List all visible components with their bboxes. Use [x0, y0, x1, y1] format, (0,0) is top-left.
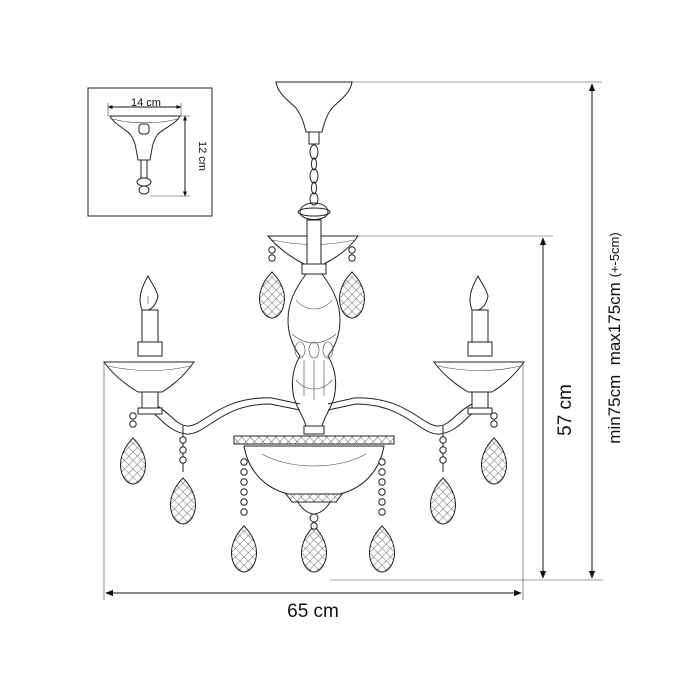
canopy-detail-icon [109, 115, 181, 195]
body-height-dimension: 57 cm [330, 235, 603, 581]
right-arm [327, 403, 477, 435]
total-height-dimension: min75cm max175cm (+-5cm) [275, 81, 624, 579]
total-height-label: min75cm max175cm (+-5cm) [605, 232, 624, 443]
ceiling-canopy [275, 81, 353, 133]
right-candle [433, 274, 525, 415]
right-candle-flame [469, 274, 489, 311]
width-label: 65 cm [287, 601, 339, 622]
total-height-tolerance: (+-5cm) [607, 232, 622, 277]
width-dimension: 65 cm [103, 362, 524, 622]
chandelier-icon [103, 81, 525, 573]
left-arm [149, 403, 301, 435]
inset-width-label: 14 cm [131, 97, 161, 109]
canopy-inset: 14 cm 12 cm [87, 87, 213, 217]
body-height-label: 57 cm [555, 384, 576, 436]
inset-frame [87, 87, 213, 217]
bowl [243, 445, 385, 495]
left-candle [103, 274, 195, 415]
bowl-rim [233, 435, 395, 445]
total-height-range: min75cm max175cm [605, 282, 624, 444]
inset-height-label: 12 cm [196, 141, 208, 171]
left-candle-flame [139, 274, 159, 311]
chain [297, 144, 331, 220]
